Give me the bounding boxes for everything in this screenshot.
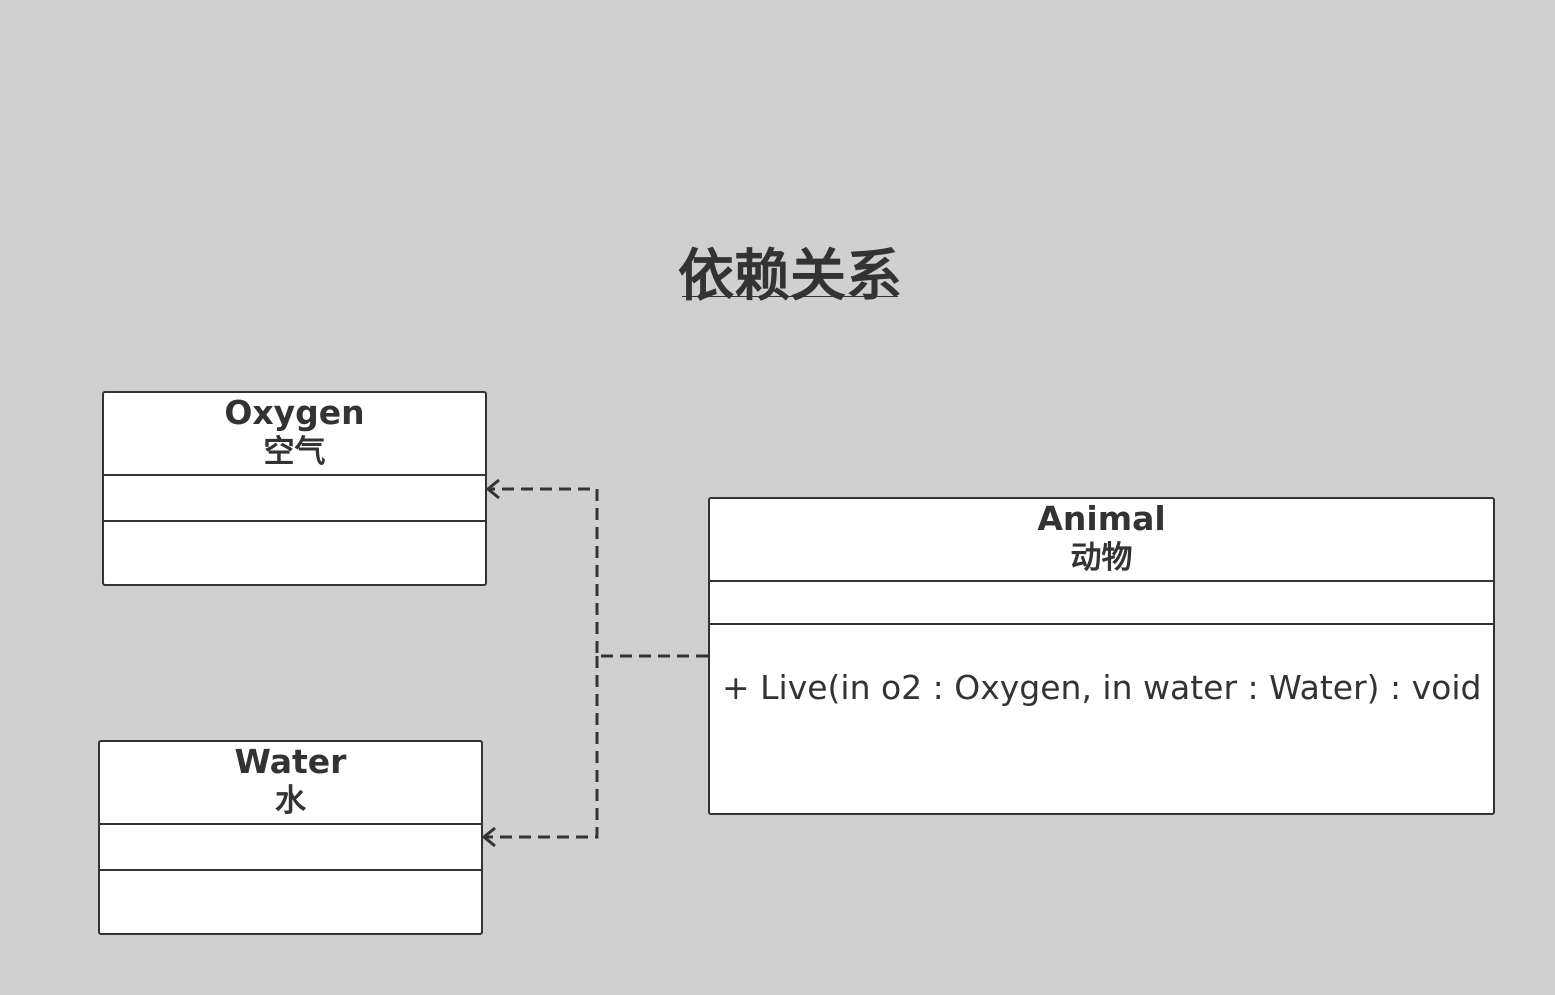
class-water[interactable]: Water 水 <box>98 740 483 935</box>
class-water-name-zh: 水 <box>275 783 306 819</box>
class-animal-name-compartment: Animal 动物 <box>710 499 1493 582</box>
class-animal-operations: + Live(in o2 : Oxygen, in water : Water)… <box>710 625 1493 708</box>
dependency-line-water <box>485 656 599 839</box>
class-animal-attributes <box>710 582 1493 625</box>
class-oxygen-name: Oxygen <box>224 393 365 432</box>
dependency-arrowhead-water <box>481 826 496 848</box>
title-underline <box>682 296 898 297</box>
class-water-name-compartment: Water 水 <box>100 742 481 825</box>
class-oxygen-name-compartment: Oxygen 空气 <box>104 393 485 476</box>
class-water-attributes <box>100 825 481 871</box>
diagram-title: 依赖关系 <box>678 244 902 309</box>
class-animal-name-zh: 动物 <box>1070 540 1133 576</box>
class-oxygen-name-zh: 空气 <box>263 434 326 470</box>
class-animal-operation: + Live(in o2 : Oxygen, in water : Water)… <box>722 668 1482 707</box>
dependency-line-oxygen <box>489 487 708 658</box>
class-animal[interactable]: Animal 动物 + Live(in o2 : Oxygen, in wate… <box>708 497 1495 815</box>
class-animal-name: Animal <box>1037 499 1166 538</box>
dependency-arrowhead-oxygen <box>485 478 500 500</box>
class-oxygen-attributes <box>104 476 485 522</box>
class-oxygen[interactable]: Oxygen 空气 <box>102 391 487 586</box>
class-water-name: Water <box>234 742 347 781</box>
